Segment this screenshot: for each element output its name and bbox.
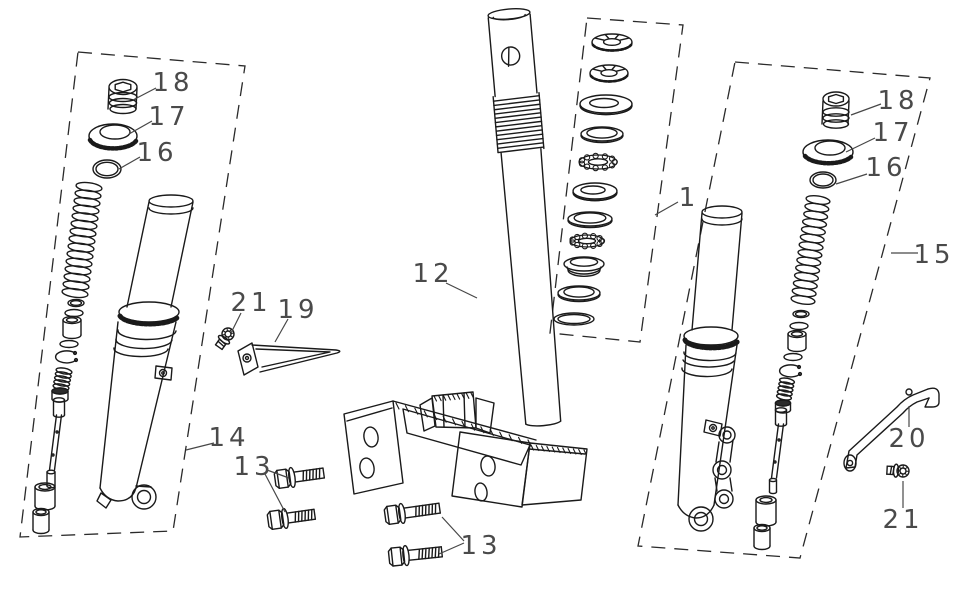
- callout-steering-stem: 12: [412, 259, 453, 289]
- steering-stem-locknut: [591, 33, 633, 52]
- clamp-bolt-bottom-upper: [383, 502, 441, 526]
- right-main-spring: [790, 194, 831, 306]
- callout-bearing-stack: 1: [679, 183, 700, 213]
- leader-right-oring: [835, 173, 868, 185]
- left-assembly-boundary: [19, 51, 246, 538]
- lower-ball-retainer: [569, 232, 606, 250]
- steering-stem: [487, 7, 562, 427]
- small-bolt-right: [886, 463, 910, 478]
- leader-bearing-stack: [654, 201, 679, 216]
- leader-steering-stem: [445, 282, 478, 299]
- bearing-stack-boundary: [549, 17, 684, 343]
- bearing-dust-cover: [579, 94, 633, 116]
- callout-right-dust-seal: 17: [872, 118, 913, 148]
- callout-small-bolt-left: 21: [230, 288, 271, 318]
- clamp-bolt-left-upper: [273, 466, 326, 490]
- leader-bolts-bottom-b: [438, 542, 465, 555]
- left-oring: [92, 159, 122, 179]
- steering-seal-ring: [553, 312, 595, 326]
- upper-bearing-cone: [580, 126, 624, 144]
- lower-bearing-race: [557, 285, 601, 303]
- callout-stand-lever: 20: [888, 424, 929, 454]
- callout-left-oring: 16: [136, 138, 177, 168]
- lower-triple-clamp: [343, 391, 588, 508]
- clamp-bolt-bottom-lower: [387, 544, 444, 567]
- callout-left-assembly: 14: [208, 423, 249, 453]
- callout-right-fork-cap: 18: [877, 86, 918, 116]
- parts-artwork: [32, 7, 940, 567]
- leader-bolts-left-a: [266, 469, 290, 479]
- left-damper-parts: [32, 298, 85, 535]
- leader-left-seal: [128, 120, 153, 135]
- cable-guide-bracket: [237, 342, 341, 376]
- leader-left-cap: [132, 87, 157, 101]
- clamp-bolt-left-lower: [266, 507, 317, 531]
- right-dust-seal: [802, 139, 854, 166]
- upper-ball-retainer: [578, 152, 618, 172]
- leader-right-seal: [845, 137, 876, 153]
- leader-left-assembly: [185, 442, 215, 451]
- left-dust-seal: [87, 123, 139, 151]
- right-oring: [809, 171, 837, 189]
- left-fork-tube: [96, 194, 194, 510]
- leader-small-bolt-left: [230, 312, 242, 334]
- callout-bracket: 19: [277, 295, 318, 325]
- leader-bolts-bottom-a: [441, 516, 465, 542]
- left-fork-cap: [107, 78, 138, 115]
- callout-right-assembly: 15: [913, 240, 954, 270]
- lower-bearing-cone: [563, 256, 605, 277]
- small-bolt-left: [214, 327, 235, 351]
- callout-left-fork-cap: 18: [152, 68, 193, 98]
- callout-small-bolt-right: 21: [882, 505, 923, 535]
- leader-left-oring: [118, 156, 141, 170]
- upper-bearing-race: [572, 182, 618, 202]
- right-damper-parts: [753, 309, 810, 551]
- callout-bolts-left: 13: [233, 452, 274, 482]
- right-assembly-boundary: [637, 61, 931, 559]
- callout-bolts-bottom: 13: [460, 531, 501, 561]
- steering-adjust-nut: [589, 64, 629, 83]
- leader-right-cap: [850, 103, 882, 116]
- right-fork-cap: [821, 91, 850, 129]
- left-main-spring: [61, 181, 103, 299]
- leader-bolts-left-b: [264, 473, 286, 513]
- callout-right-oring: 16: [865, 153, 906, 183]
- leader-bracket: [274, 318, 289, 343]
- right-fork-tube: [677, 205, 743, 532]
- lower-race-upper: [567, 211, 613, 229]
- callout-left-dust-seal: 17: [148, 102, 189, 132]
